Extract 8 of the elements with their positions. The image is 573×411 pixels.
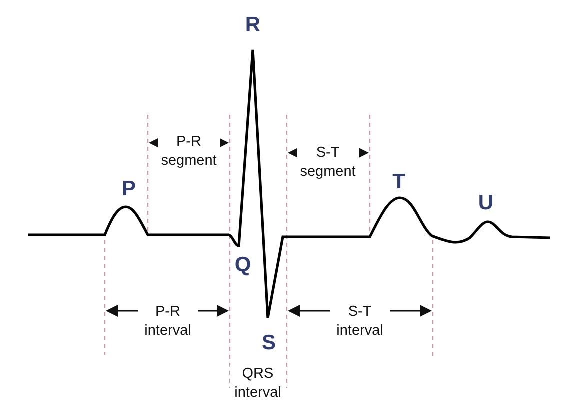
wave-label: R xyxy=(245,14,261,36)
wave-label: Q xyxy=(234,254,252,276)
interval-label: P-R segment xyxy=(158,133,220,171)
wave-label: T xyxy=(392,172,406,192)
interval-label: S-T segment xyxy=(297,144,359,182)
wave-label: S xyxy=(262,332,276,354)
wave-label: P xyxy=(122,178,136,200)
wave-label: U xyxy=(478,192,494,214)
